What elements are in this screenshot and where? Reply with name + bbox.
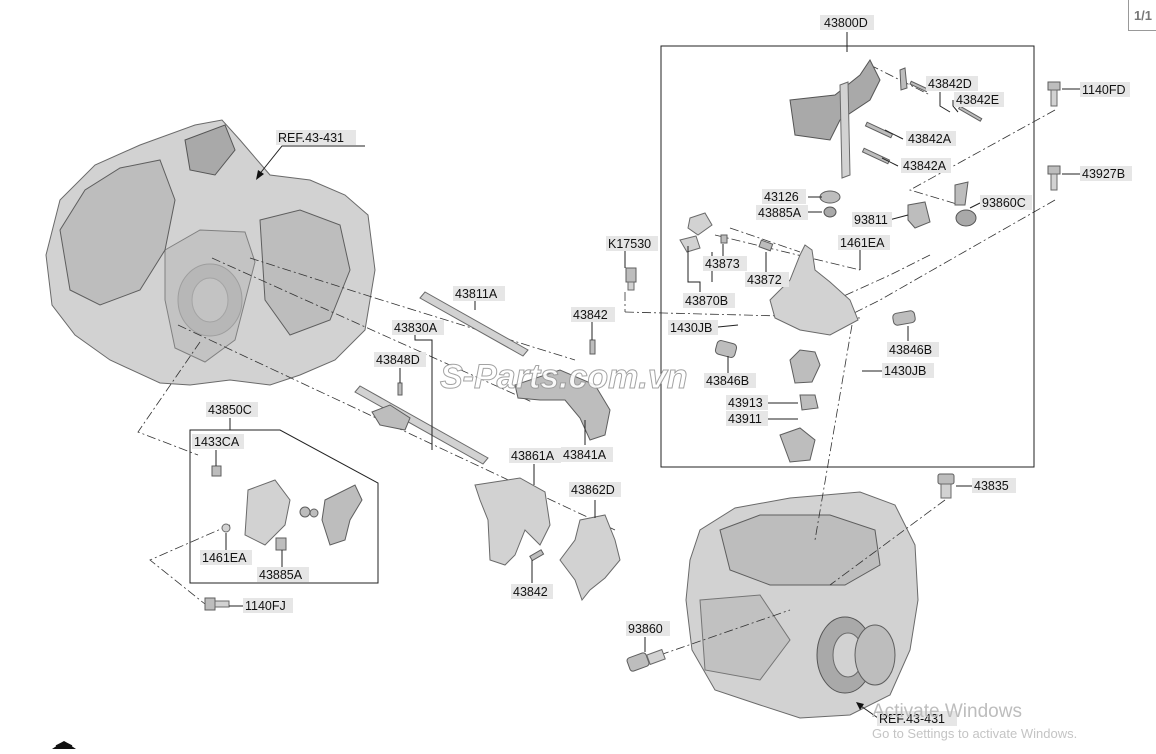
leader-lines — [215, 32, 1080, 719]
label-43911[interactable]: 43911 — [728, 412, 762, 426]
label-43841A[interactable]: 43841A — [563, 448, 607, 462]
label-43862D[interactable]: 43862D — [571, 483, 615, 497]
label-1140FD[interactable]: 1140FD — [1082, 83, 1126, 97]
label-43913[interactable]: 43913 — [728, 396, 763, 410]
label-43850C[interactable]: 43850C — [208, 403, 252, 417]
label-43885A-top[interactable]: 43885A — [758, 206, 802, 220]
spring-pin-43842 — [397, 339, 596, 562]
label-43846B-2[interactable]: 43846B — [706, 374, 749, 388]
control-assy-box — [660, 45, 1035, 468]
label-43842A-1[interactable]: 43842A — [908, 132, 952, 146]
label-1430JB-1[interactable]: 1430JB — [670, 321, 712, 335]
label-43835[interactable]: 43835 — [974, 479, 1009, 493]
part-labels: 43800D 43842D 43842E 43842A 43842A 1140F… — [192, 15, 1132, 726]
label-43861A[interactable]: 43861A — [511, 449, 555, 463]
label-43842D[interactable]: 43842D — [928, 77, 972, 91]
label-ref-bottom[interactable]: REF.43-431 — [879, 712, 945, 726]
label-43927B[interactable]: 43927B — [1082, 167, 1125, 181]
lever-assy-box — [189, 429, 379, 584]
label-1140FJ[interactable]: 1140FJ — [245, 599, 286, 613]
label-43846B-1[interactable]: 43846B — [889, 343, 932, 357]
label-ref-top[interactable]: REF.43-431 — [278, 131, 344, 145]
switch-93860 — [626, 648, 666, 672]
label-1430JB-2[interactable]: 1430JB — [884, 364, 926, 378]
shift-fork-43861A — [474, 477, 551, 566]
label-43842E[interactable]: 43842E — [956, 93, 999, 107]
label-43126[interactable]: 43126 — [764, 190, 799, 204]
sensor-K17530 — [625, 267, 637, 291]
shift-fork-43862D — [559, 514, 621, 602]
shift-rail-43830A — [354, 385, 489, 465]
label-43830A[interactable]: 43830A — [394, 321, 438, 335]
bolt-43927B — [1047, 165, 1061, 191]
label-1461EA-top[interactable]: 1461EA — [840, 236, 885, 250]
label-43848D[interactable]: 43848D — [376, 353, 420, 367]
label-1433CA[interactable]: 1433CA — [194, 435, 240, 449]
label-43872[interactable]: 43872 — [747, 273, 782, 287]
label-43800D[interactable]: 43800D — [824, 16, 868, 30]
label-43842-mid[interactable]: 43842 — [573, 308, 608, 322]
activate-windows-title: Activate Windows — [872, 701, 1022, 722]
label-43885A-bot[interactable]: 43885A — [259, 568, 303, 582]
bolt-1140FD — [1047, 81, 1061, 107]
transmission-housing-left — [45, 119, 376, 386]
label-43811A[interactable]: 43811A — [455, 287, 498, 301]
bolt-1140FJ — [204, 597, 230, 611]
activate-windows-subtitle: Go to Settings to activate Windows. — [872, 726, 1078, 741]
gearbox-case-right — [685, 491, 919, 719]
plug-43835 — [937, 473, 955, 499]
label-43842A-2[interactable]: 43842A — [903, 159, 947, 173]
label-43842-bot[interactable]: 43842 — [513, 585, 548, 599]
label-93860[interactable]: 93860 — [628, 622, 663, 636]
shift-rail-43811A — [419, 291, 529, 357]
logo-icon — [52, 741, 76, 749]
label-93860C[interactable]: 93860C — [982, 196, 1026, 210]
site-watermark: S-Parts.com.vn — [440, 358, 688, 396]
label-43873[interactable]: 43873 — [705, 257, 740, 271]
page-indicator[interactable]: 1/1 — [1128, 0, 1156, 31]
label-1461EA-bot[interactable]: 1461EA — [202, 551, 247, 565]
label-93811[interactable]: 93811 — [854, 213, 888, 227]
label-43870B[interactable]: 43870B — [685, 294, 728, 308]
shift-fork-43841A — [514, 369, 611, 441]
label-K17530[interactable]: K17530 — [608, 237, 651, 251]
